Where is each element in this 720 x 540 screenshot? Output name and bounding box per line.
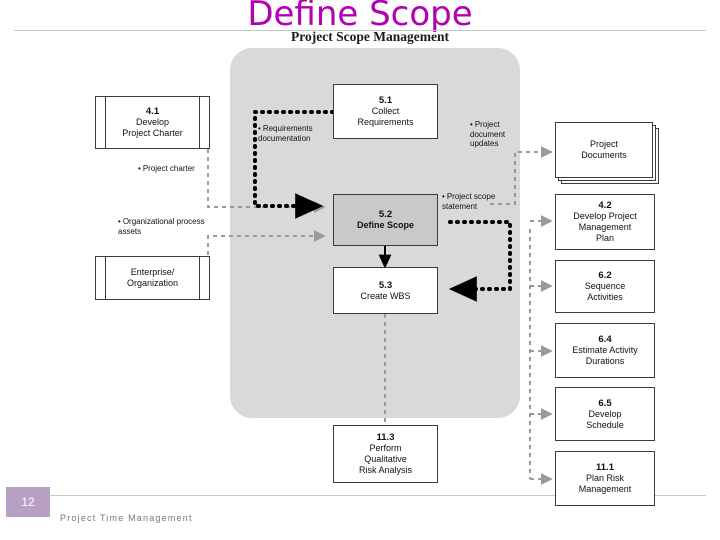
node-number: 11.1 bbox=[596, 462, 614, 473]
page-title: Define Scope bbox=[247, 0, 473, 34]
page-number-badge: 12 bbox=[6, 487, 50, 517]
node-number: 5.2 bbox=[378, 209, 393, 220]
node-number: 11.3 bbox=[376, 432, 395, 443]
node-label: Develop Schedule bbox=[586, 408, 624, 430]
connector-lines bbox=[207, 110, 553, 485]
flow-label-project-scope-statement: •Project scope statement bbox=[442, 192, 496, 211]
node-enterprise-organization[interactable]: Enterprise/ Organization bbox=[95, 256, 210, 300]
node-label: Perform Qualitative Risk Analysis bbox=[358, 443, 412, 475]
node-number: 4.2 bbox=[598, 200, 612, 211]
node-label: Plan Risk Management bbox=[578, 473, 632, 494]
node-collect-requirements[interactable]: 5.1 Collect Requirements bbox=[333, 84, 438, 139]
title-divider bbox=[14, 30, 706, 31]
node-label: Collect Requirements bbox=[357, 106, 414, 127]
footer-text: Project Time Management bbox=[60, 513, 193, 523]
node-label: Sequence Activities bbox=[584, 281, 626, 302]
bullet-icon: • bbox=[118, 217, 121, 226]
footer-divider bbox=[14, 495, 706, 496]
node-label: Develop Project Charter bbox=[122, 117, 183, 138]
bullet-icon: • bbox=[258, 124, 261, 133]
node-project-documents[interactable]: Project Documents bbox=[555, 122, 659, 184]
flow-label-organizational-process-assets: •Organizational process assets bbox=[118, 217, 205, 236]
node-create-wbs[interactable]: 5.3 Create WBS bbox=[333, 267, 438, 314]
node-number: 5.1 bbox=[378, 95, 393, 106]
node-develop-project-charter[interactable]: 4.1 Develop Project Charter bbox=[95, 96, 210, 149]
node-label: Project Documents bbox=[581, 139, 627, 160]
node-perform-qualitative-risk-analysis[interactable]: 11.3 Perform Qualitative Risk Analysis bbox=[333, 425, 438, 483]
node-plan-risk-management[interactable]: 11.1 Plan Risk Management bbox=[555, 451, 655, 506]
node-sequence-activities[interactable]: 6.2 Sequence Activities bbox=[555, 260, 655, 313]
node-label: Enterprise/ Organization bbox=[126, 267, 179, 288]
node-define-scope[interactable]: 5.2 Define Scope bbox=[333, 194, 438, 246]
process-flow-diagram: Project Scope Management bbox=[60, 24, 670, 506]
bullet-icon: • bbox=[138, 164, 141, 173]
node-number: 6.2 bbox=[598, 270, 612, 281]
node-number: 6.5 bbox=[598, 397, 612, 409]
node-label: Create WBS bbox=[360, 290, 411, 301]
node-number: 6.4 bbox=[598, 334, 612, 345]
node-label: Define Scope bbox=[356, 220, 414, 230]
flow-label-project-document-updates: •Project document updates bbox=[470, 120, 506, 148]
node-develop-schedule[interactable]: 6.5 Develop Schedule bbox=[555, 387, 655, 441]
node-label: Estimate Activity Durations bbox=[572, 345, 638, 366]
bullet-icon: • bbox=[470, 120, 473, 129]
node-number: 5.3 bbox=[378, 279, 393, 291]
node-develop-project-management-plan[interactable]: 4.2 Develop Project Management Plan bbox=[555, 194, 655, 250]
node-estimate-activity-durations[interactable]: 6.4 Estimate Activity Durations bbox=[555, 323, 655, 378]
bullet-icon: • bbox=[442, 192, 445, 201]
node-number: 4.1 bbox=[145, 106, 160, 117]
node-label: Develop Project Management Plan bbox=[573, 211, 637, 243]
flow-label-project-charter: •Project charter bbox=[138, 164, 195, 173]
flow-label-requirements-documentation: •Requirements documentation bbox=[258, 124, 313, 143]
diagram-title: Project Scope Management bbox=[291, 29, 449, 44]
